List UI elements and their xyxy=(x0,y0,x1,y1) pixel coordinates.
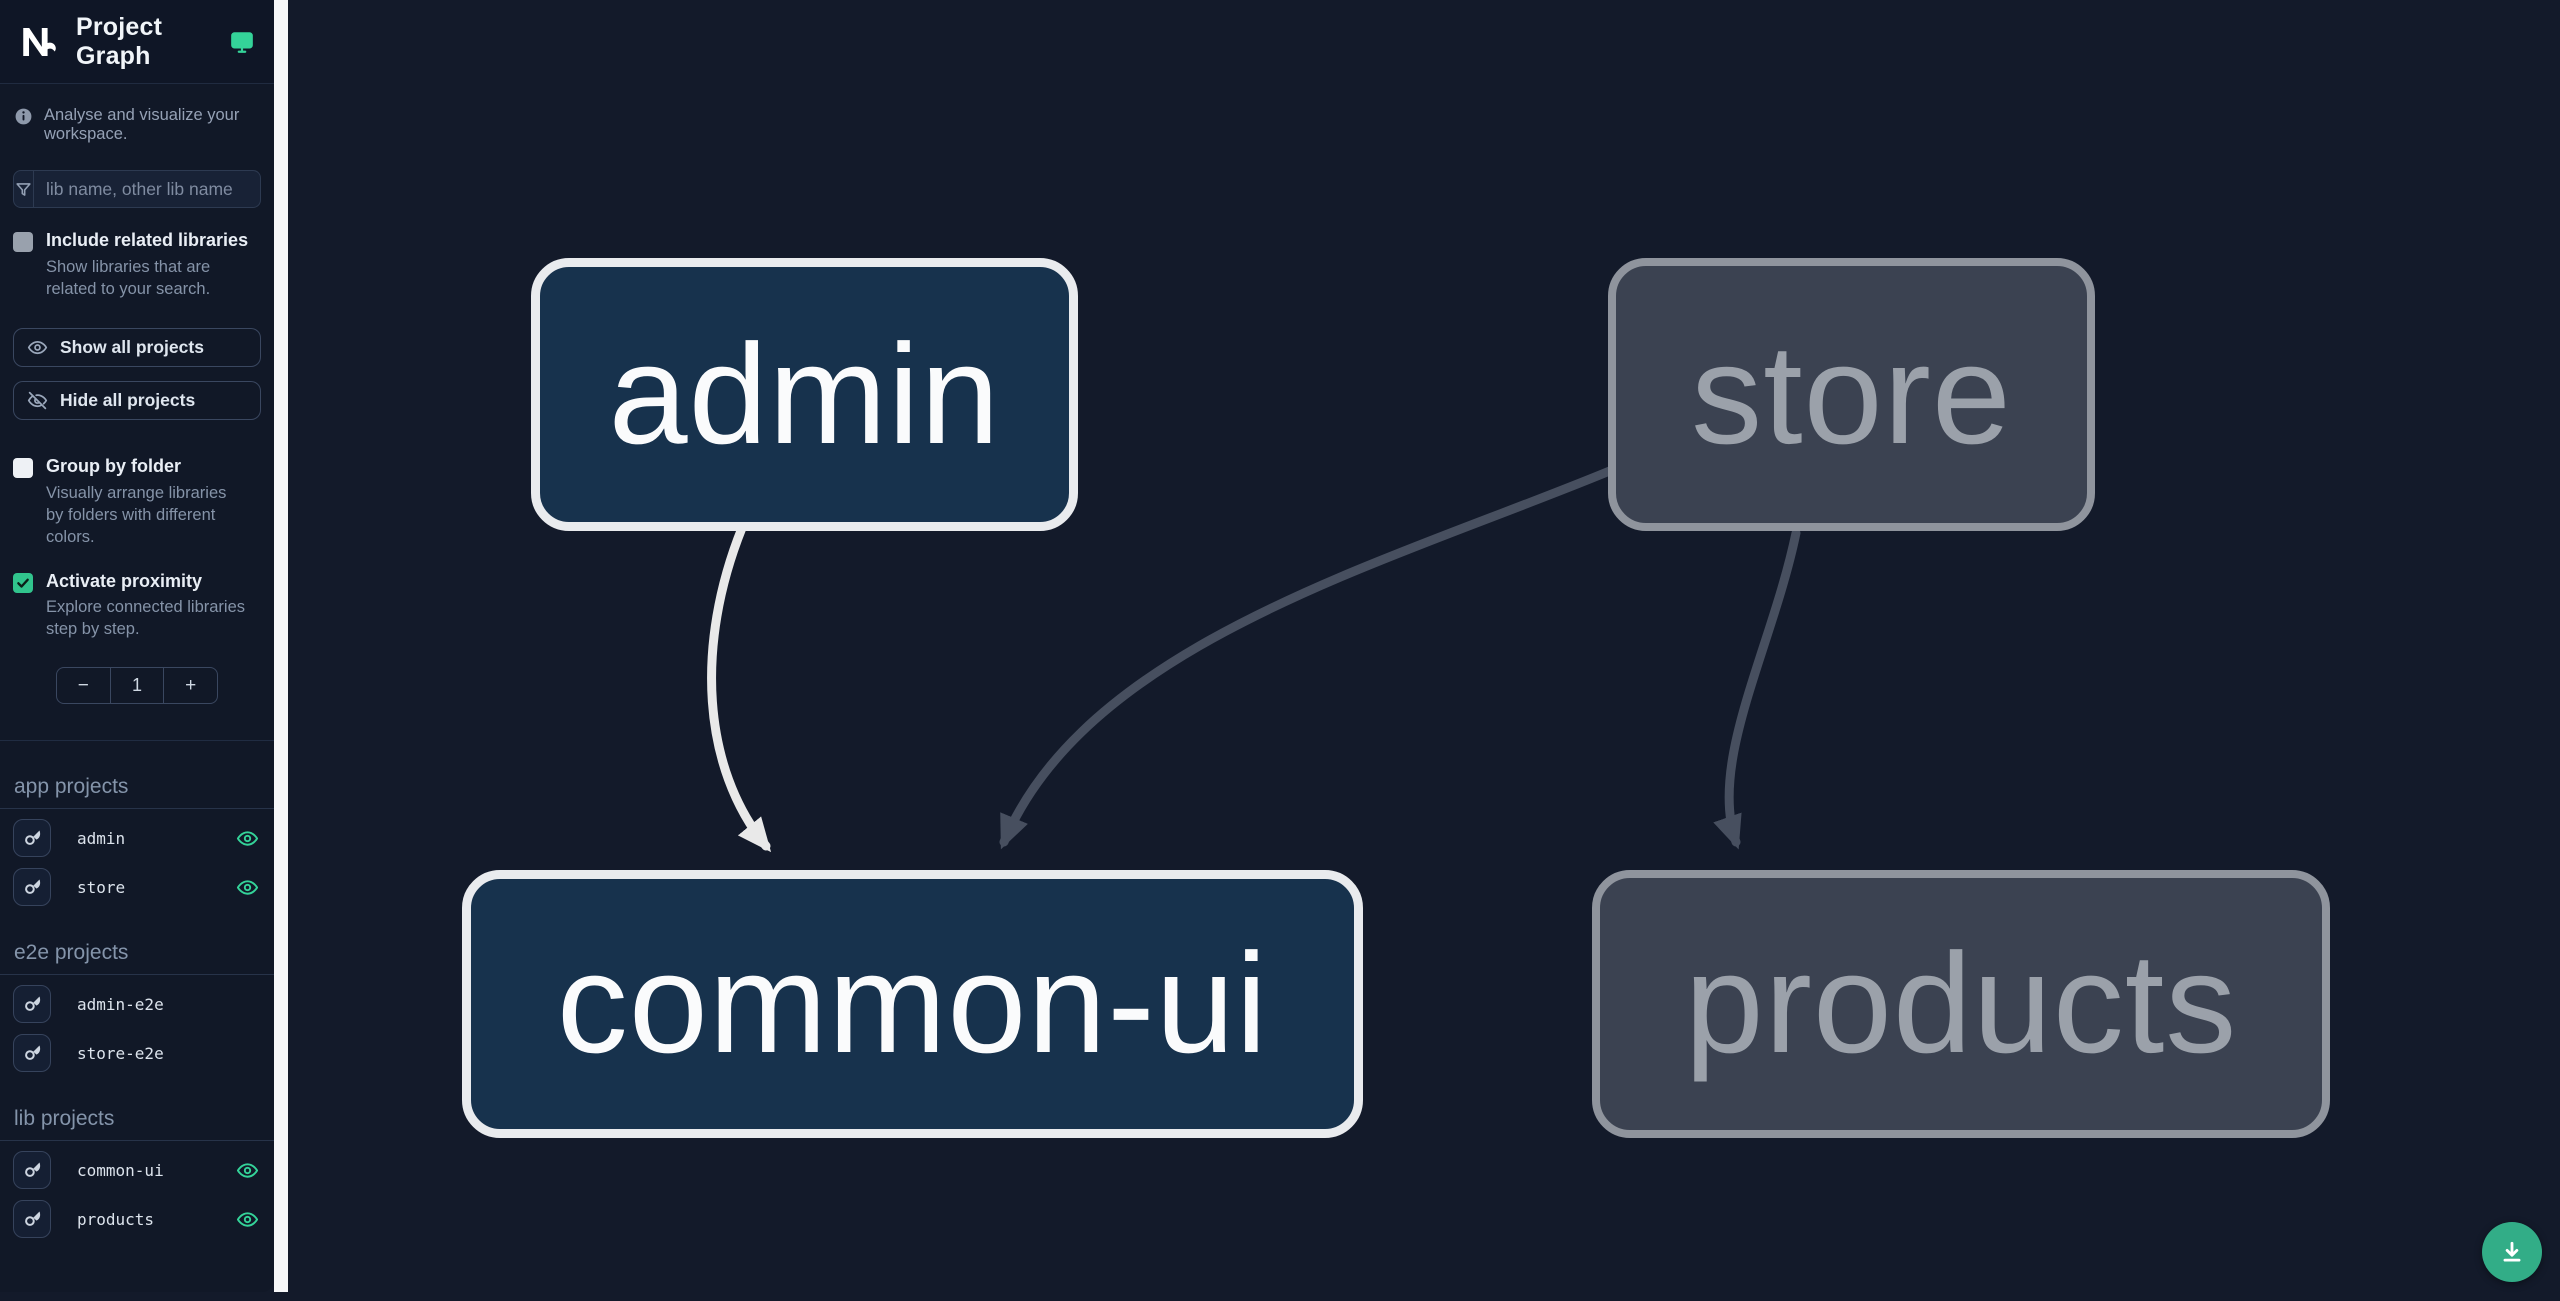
focus-project-button[interactable] xyxy=(13,985,51,1024)
nx-logo-icon xyxy=(23,27,56,56)
graph-node-admin[interactable]: admin xyxy=(531,258,1078,531)
focus-icon xyxy=(25,879,41,895)
eye-icon xyxy=(236,1212,258,1227)
section-title: app projects xyxy=(0,775,274,810)
toggle-visibility-button[interactable] xyxy=(233,1156,261,1184)
app-title: Project Graph xyxy=(76,12,163,70)
download-graph-button[interactable] xyxy=(2482,1222,2542,1282)
include-related-option: Include related libraries Show libraries… xyxy=(13,230,261,300)
include-related-checkbox[interactable] xyxy=(13,232,33,252)
funnel-filter-icon xyxy=(14,171,34,207)
sidebar: Project Graph Analyse and visualize your… xyxy=(0,0,274,1292)
focus-project-button[interactable] xyxy=(13,1034,51,1073)
workspace-tagline: Analyse and visualize your workspace. xyxy=(0,84,274,152)
group-by-folder-option: Group by folder Visually arrange librari… xyxy=(13,456,261,548)
section-e2e-projects: e2e projects admin-e2e store-e2e xyxy=(0,941,274,1073)
section-title: e2e projects xyxy=(0,941,274,976)
increment-button[interactable]: + xyxy=(185,674,197,696)
filter-input[interactable] xyxy=(34,171,260,207)
section-lib-projects: lib projects common-ui xyxy=(0,1107,274,1239)
theme-toggle-button[interactable] xyxy=(229,27,256,57)
activate-proximity-label: Activate proximity xyxy=(46,570,203,591)
focus-project-button[interactable] xyxy=(13,1151,51,1190)
focus-icon xyxy=(25,830,41,846)
project-filter xyxy=(13,170,261,208)
section-app-projects: app projects admin xyxy=(0,775,274,907)
focus-icon xyxy=(25,1045,41,1061)
activate-proximity-option: Activate proximity Explore connected lib… xyxy=(13,571,261,641)
decrement-button[interactable]: − xyxy=(77,674,89,696)
project-row-products: products xyxy=(13,1199,261,1239)
check-icon xyxy=(17,578,29,588)
group-by-folder-checkbox[interactable] xyxy=(13,458,33,479)
graph-node-common-ui[interactable]: common-ui xyxy=(462,870,1363,1138)
proximity-depth-stepper: − 1 + xyxy=(56,667,218,705)
sidebar-divider xyxy=(0,740,274,742)
eye-icon xyxy=(236,880,258,895)
node-label: store xyxy=(1691,314,2012,474)
include-related-description: Show libraries that are related to your … xyxy=(46,257,211,298)
node-label: common-ui xyxy=(556,924,1269,1083)
sidebar-resize-handle[interactable] xyxy=(274,0,288,1292)
hide-all-projects-button[interactable]: Hide all projects xyxy=(13,381,261,421)
activate-proximity-checkbox[interactable] xyxy=(13,572,33,593)
group-by-folder-label: Group by folder xyxy=(46,456,181,477)
focus-icon xyxy=(25,996,41,1012)
download-icon xyxy=(2503,1241,2521,1262)
focus-icon xyxy=(25,1211,41,1227)
node-label: admin xyxy=(608,314,1001,474)
graph-node-products[interactable]: products xyxy=(1592,870,2330,1138)
project-row-store-e2e: store-e2e xyxy=(13,1033,261,1073)
proximity-depth-value[interactable]: 1 xyxy=(109,668,165,704)
node-label: products xyxy=(1684,924,2238,1083)
toggle-visibility-button[interactable] xyxy=(233,873,261,901)
eye-icon xyxy=(236,831,258,846)
project-row-admin-e2e: admin-e2e xyxy=(13,984,261,1024)
toggle-visibility-button[interactable] xyxy=(233,1205,261,1233)
project-row-common-ui: common-ui xyxy=(13,1150,261,1190)
graph-node-store[interactable]: store xyxy=(1608,258,2095,531)
include-related-label: Include related libraries xyxy=(46,230,249,250)
project-row-store: store xyxy=(13,867,261,907)
eye-icon xyxy=(27,341,48,355)
info-icon xyxy=(15,108,32,125)
focus-project-button[interactable] xyxy=(13,1200,51,1239)
show-all-projects-button[interactable]: Show all projects xyxy=(13,328,261,368)
focus-project-button[interactable] xyxy=(13,819,51,858)
activate-proximity-description: Explore connected libraries step by step… xyxy=(46,598,246,639)
group-by-folder-description: Visually arrange libraries by folders wi… xyxy=(46,484,227,546)
focus-project-button[interactable] xyxy=(13,868,51,907)
eye-off-icon xyxy=(27,392,48,410)
section-title: lib projects xyxy=(0,1107,274,1142)
focus-icon xyxy=(25,1162,41,1178)
monitor-icon xyxy=(231,31,254,53)
toggle-visibility-button[interactable] xyxy=(233,824,261,852)
eye-icon xyxy=(236,1163,258,1178)
sidebar-header: Project Graph xyxy=(0,0,274,84)
project-row-admin: admin xyxy=(13,818,261,858)
